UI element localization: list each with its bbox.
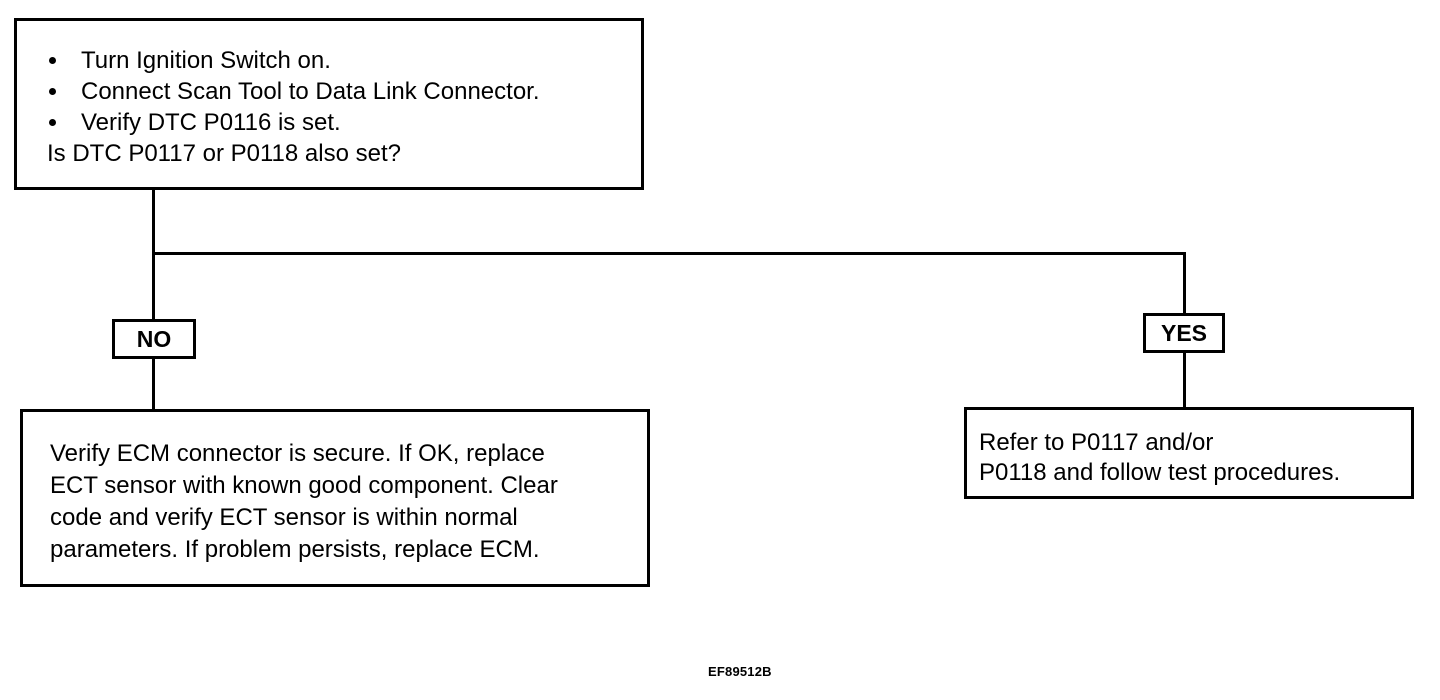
connector-no-to-result: [152, 358, 155, 410]
decision-question: Is DTC P0117 or P0118 also set?: [47, 140, 401, 167]
start-step: Turn Ignition Switch on.: [47, 45, 641, 76]
yes-result-line: P0118 and follow test procedures.: [979, 459, 1341, 486]
no-result-line: Verify ECM connector is secure. If OK, r…: [50, 440, 545, 467]
no-branch-label: NO: [112, 319, 196, 359]
yes-result-box: Refer to P0117 and/or P0118 and follow t…: [964, 407, 1414, 499]
no-result-line: code and verify ECT sensor is within nor…: [50, 504, 518, 531]
no-result-line: parameters. If problem persists, replace…: [50, 536, 540, 563]
connector-yes-to-result: [1183, 352, 1186, 408]
start-step: Connect Scan Tool to Data Link Connector…: [47, 76, 641, 107]
start-step-list: Turn Ignition Switch on. Connect Scan To…: [47, 45, 641, 138]
start-decision-box: Turn Ignition Switch on. Connect Scan To…: [14, 18, 644, 190]
yes-branch-label: YES: [1143, 313, 1225, 353]
figure-id: EF89512B: [708, 664, 772, 679]
no-result-box: Verify ECM connector is secure. If OK, r…: [20, 409, 650, 587]
connector-horizontal: [152, 252, 1186, 255]
start-step: Verify DTC P0116 is set.: [47, 107, 641, 138]
no-result-line: ECT sensor with known good component. Cl…: [50, 472, 558, 499]
yes-result-line: Refer to P0117 and/or: [979, 429, 1214, 456]
connector-yes-down: [1183, 252, 1186, 314]
